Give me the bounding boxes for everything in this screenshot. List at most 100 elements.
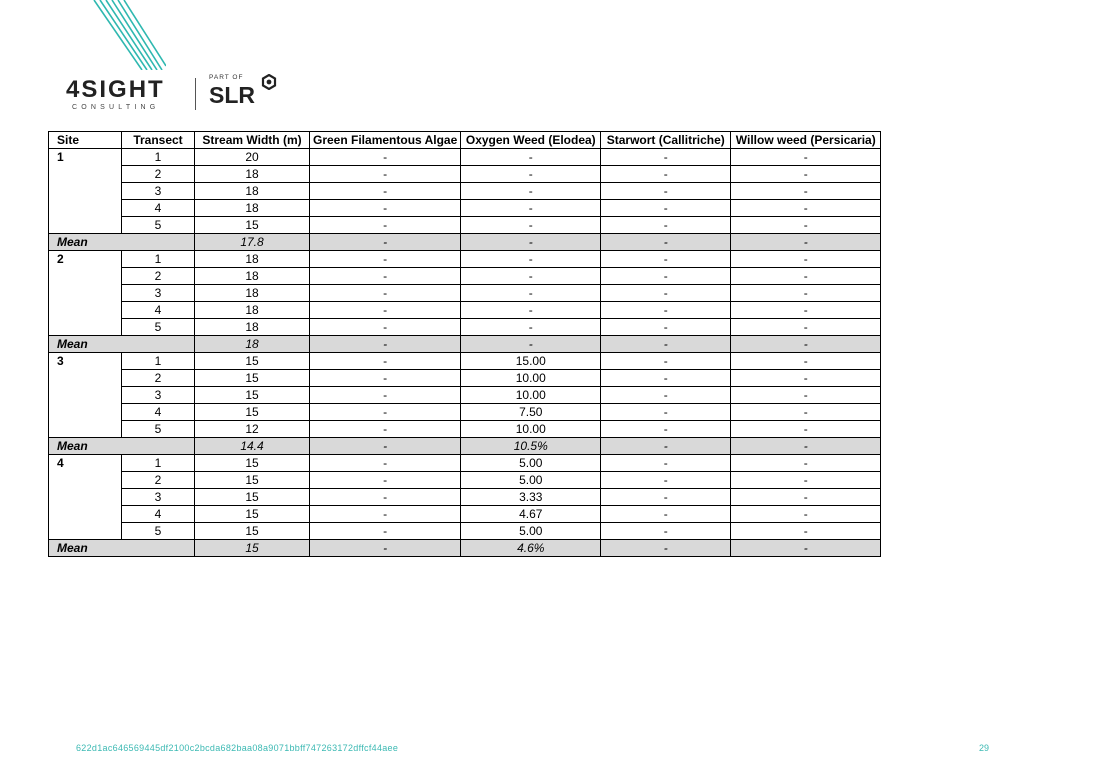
site-cell: 4 — [48, 454, 122, 540]
table-cell: - — [308, 488, 462, 506]
table-cell: - — [308, 386, 462, 404]
table-cell: - — [730, 352, 882, 370]
table-cell: 18 — [194, 199, 310, 217]
mean-label: Mean — [48, 233, 195, 251]
slr-emblem-icon — [262, 74, 277, 90]
table-cell: 4 — [121, 199, 195, 217]
mean-cell: 10.5% — [460, 437, 602, 455]
table-cell: - — [600, 420, 732, 438]
table-cell: - — [308, 352, 462, 370]
table-cell: - — [460, 182, 602, 200]
table-cell: 10.00 — [460, 386, 602, 404]
table-cell: - — [730, 182, 882, 200]
table-cell: - — [730, 199, 882, 217]
table-cell: - — [730, 267, 882, 285]
column-header: Willow weed (Persicaria) — [730, 131, 882, 149]
mean-cell: - — [308, 335, 462, 353]
table-cell: - — [730, 216, 882, 234]
table-cell: - — [600, 301, 732, 319]
table-cell: - — [730, 250, 882, 268]
table-cell: - — [600, 284, 732, 302]
table-cell: - — [308, 199, 462, 217]
slr-logo: PART OF SLR — [209, 74, 277, 108]
slr-part-of-text: PART OF — [209, 74, 244, 81]
table-cell: - — [308, 420, 462, 438]
table-cell: - — [308, 403, 462, 421]
table-cell: - — [308, 165, 462, 183]
table-cell: - — [460, 165, 602, 183]
table-cell: - — [460, 318, 602, 336]
table-cell: 4 — [121, 403, 195, 421]
mean-cell: - — [460, 233, 602, 251]
table-cell: 15 — [194, 488, 310, 506]
table-cell: 5 — [121, 420, 195, 438]
table-cell: - — [308, 216, 462, 234]
table-cell: 3 — [121, 182, 195, 200]
table-cell: - — [600, 369, 732, 387]
table-cell: 12 — [194, 420, 310, 438]
table-cell: - — [600, 505, 732, 523]
table-cell: 2 — [121, 471, 195, 489]
table-cell: - — [730, 318, 882, 336]
table-cell: - — [600, 471, 732, 489]
column-header: Site — [48, 131, 122, 149]
mean-cell: - — [730, 437, 882, 455]
mean-cell: - — [308, 539, 462, 557]
table-cell: 5.00 — [460, 522, 602, 540]
mean-cell: - — [600, 233, 732, 251]
logo-divider — [195, 78, 196, 110]
slr-logo-text: SLR — [209, 82, 255, 108]
table-cell: 10.00 — [460, 420, 602, 438]
mean-cell: - — [600, 335, 732, 353]
table-cell: 15.00 — [460, 352, 602, 370]
table-cell: 5 — [121, 318, 195, 336]
table-cell: 4 — [121, 301, 195, 319]
table-cell: - — [308, 471, 462, 489]
mean-cell: 17.8 — [194, 233, 310, 251]
table-cell: 7.50 — [460, 403, 602, 421]
table-cell: - — [460, 216, 602, 234]
table-cell: 4 — [121, 505, 195, 523]
table-cell: - — [308, 148, 462, 166]
table-cell: 2 — [121, 165, 195, 183]
table-cell: - — [308, 301, 462, 319]
table-cell: 18 — [194, 165, 310, 183]
table-cell: 2 — [121, 369, 195, 387]
table-cell: 3 — [121, 284, 195, 302]
mean-cell: 14.4 — [194, 437, 310, 455]
table-cell: - — [600, 318, 732, 336]
mean-cell: - — [600, 539, 732, 557]
site-cell: 1 — [48, 148, 122, 234]
mean-cell: - — [730, 539, 882, 557]
table-cell: - — [308, 182, 462, 200]
table-cell: 20 — [194, 148, 310, 166]
page-number: 29 — [979, 743, 990, 753]
table-cell: - — [600, 216, 732, 234]
table-cell: 15 — [194, 369, 310, 387]
table-cell: 18 — [194, 284, 310, 302]
table-cell: 1 — [121, 454, 195, 472]
mean-cell: - — [308, 233, 462, 251]
table-cell: - — [600, 267, 732, 285]
table-cell: - — [600, 352, 732, 370]
table-cell: - — [308, 505, 462, 523]
table-cell: - — [730, 420, 882, 438]
mean-label: Mean — [48, 539, 195, 557]
column-header: Starwort (Callitriche) — [600, 131, 732, 149]
table-cell: 10.00 — [460, 369, 602, 387]
